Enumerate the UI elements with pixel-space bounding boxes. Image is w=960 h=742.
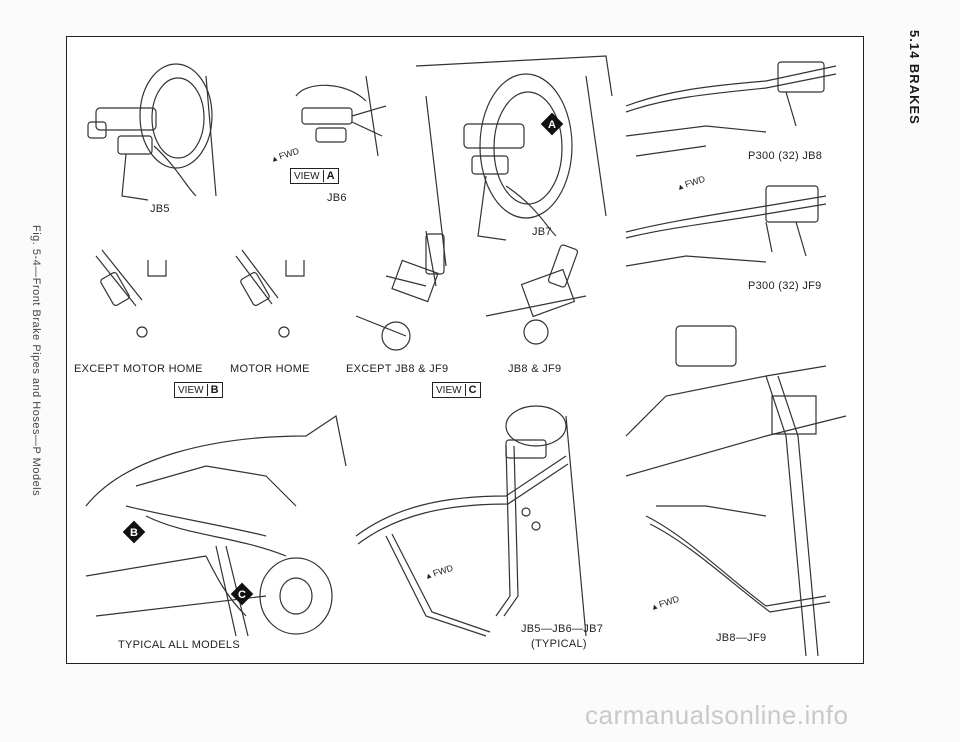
frame-pipes-drawing xyxy=(626,326,846,656)
label-p300-jb8: P300 (32) JB8 xyxy=(748,150,823,162)
label-jb5-jb6-jb7: JB5—JB6—JB7 xyxy=(521,623,604,635)
view-a-letter: A xyxy=(322,170,338,182)
label-jb7: JB7 xyxy=(532,226,552,238)
p300-jb8-drawing xyxy=(626,62,836,156)
view-a-word: VIEW xyxy=(294,170,320,182)
figure-caption-text: Fig. 5-4—Front Brake Pipes and Hoses—P M… xyxy=(30,225,42,497)
view-a-box: VIEW A xyxy=(290,168,339,184)
view-c-letter: C xyxy=(464,384,480,396)
label-jb8-jf9: JB8 & JF9 xyxy=(508,363,562,375)
view-b-word: VIEW xyxy=(178,384,204,396)
view-b-box: VIEW B xyxy=(174,382,223,398)
jb6-master-cylinder-drawing xyxy=(296,76,386,156)
view-callout-c-icon: C xyxy=(230,582,254,606)
p300-jf9-drawing xyxy=(626,186,826,266)
view-b-letter: B xyxy=(206,384,222,396)
section-header-text: 5.14 BRAKES xyxy=(907,30,922,125)
watermark: carmanualsonline.info xyxy=(585,700,849,730)
jb5-master-cylinder-drawing xyxy=(88,64,216,200)
label-typical: (TYPICAL) xyxy=(531,638,587,650)
jb7-booster-drawing xyxy=(416,56,612,266)
view-callout-a-icon: A xyxy=(540,112,564,136)
section-header: 5.14 BRAKES xyxy=(892,30,932,170)
callout-b-text: B xyxy=(130,527,138,539)
label-typical-all-models: TYPICAL ALL MODELS xyxy=(118,639,240,651)
view-callout-b-icon: B xyxy=(122,520,146,544)
label-jb6: JB6 xyxy=(327,192,347,204)
callout-a-text: A xyxy=(548,119,556,131)
label-p300-jf9: P300 (32) JF9 xyxy=(748,280,822,292)
view-c-word: VIEW xyxy=(436,384,462,396)
brake-diagram-art xyxy=(66,36,862,662)
front-suspension-drawing xyxy=(86,416,346,636)
view-c-box: VIEW C xyxy=(432,382,481,398)
label-jb8-jf9-bottom: JB8—JF9 xyxy=(716,632,767,644)
label-motor-home: MOTOR HOME xyxy=(230,363,310,375)
label-jb5: JB5 xyxy=(150,203,170,215)
label-except-motor-home: EXCEPT MOTOR HOME xyxy=(74,363,203,375)
figure-caption: Fig. 5-4—Front Brake Pipes and Hoses—P M… xyxy=(16,225,56,496)
hose-fittings-drawing xyxy=(96,231,586,350)
callout-c-text: C xyxy=(238,589,246,601)
label-except-jb8-jf9: EXCEPT JB8 & JF9 xyxy=(346,363,449,375)
jb5-jb6-jb7-pipes-drawing xyxy=(356,406,586,636)
